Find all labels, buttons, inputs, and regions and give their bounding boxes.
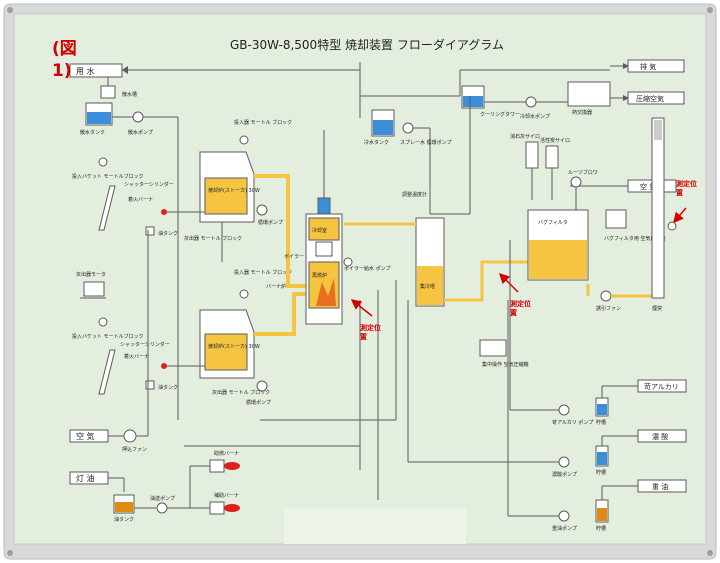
svg-text:投入バケット モートルブロック: 投入バケット モートルブロック <box>72 333 144 340</box>
svg-text:再燃炉: 再燃炉 <box>312 272 327 279</box>
svg-text:散水槽: 散水槽 <box>122 91 137 98</box>
cooling-tower: クーリングタワー 冷却水ポンプ 熱交換器 <box>460 69 611 120</box>
svg-text:油タンク: 油タンク <box>158 384 178 391</box>
svg-text:補助バーナ: 補助バーナ <box>214 492 239 499</box>
svg-text:着火バーナ: 着火バーナ <box>124 353 149 360</box>
bottom-highlight <box>284 508 466 544</box>
svg-text:散水ポンプ: 散水ポンプ <box>128 129 153 136</box>
gas-cooler: 調整温度計 集冷塔 <box>344 191 445 307</box>
secondary-combustion: 冷却室 再燃炉 ボイラー バーナ炉 ボイラー給水 ポンプ <box>266 130 390 325</box>
svg-text:スプレー水 循環ポンプ: スプレー水 循環ポンプ <box>400 139 451 146</box>
svg-text:油送ポンプ: 油送ポンプ <box>150 495 175 502</box>
sprinkle-tank: 散水タンク 散水ポンプ <box>80 102 179 330</box>
svg-text:油タンク: 油タンク <box>114 516 134 523</box>
svg-text:バーナ炉: バーナ炉 <box>266 283 286 290</box>
svg-text:ルーツブロワ: ルーツブロワ <box>568 169 598 176</box>
exhaust-output: 排 気 <box>610 59 685 73</box>
measure-marker-3: 測定位置 <box>673 179 697 224</box>
svg-text:空 気: 空 気 <box>76 431 95 441</box>
gas-duct <box>444 260 528 302</box>
svg-text:油タンク: 油タンク <box>158 230 178 237</box>
svg-text:シャッターシリンダー: シャッターシリンダー <box>124 181 174 188</box>
svg-text:重 油: 重 油 <box>652 482 668 491</box>
svg-text:濃 酸: 濃 酸 <box>652 432 668 441</box>
svg-text:苛アルカリ ポンプ: 苛アルカリ ポンプ <box>552 419 593 426</box>
svg-text:押込ファン: 押込ファン <box>122 446 147 453</box>
water-inlet: 用 水 <box>69 63 360 78</box>
svg-text:測定位置: 測定位置 <box>676 179 697 197</box>
ash-motor: 灰出器モータ <box>76 271 106 299</box>
svg-text:灰出器 モートル ブロック: 灰出器 モートル ブロック <box>184 235 242 242</box>
hot-duct-top <box>254 174 306 288</box>
hot-duct-bottom <box>254 292 306 336</box>
svg-text:消石灰サイロ: 消石灰サイロ <box>510 133 540 140</box>
svg-text:冷却室: 冷却室 <box>312 227 327 234</box>
svg-text:用 水: 用 水 <box>76 66 95 76</box>
svg-text:灯 油: 灯 油 <box>76 473 95 483</box>
kerosene-inlet: 灯 油 油タンク 油送ポンプ <box>69 465 210 523</box>
svg-text:測定位置: 測定位置 <box>510 299 531 317</box>
measure-marker-1: 測定位置 <box>350 299 381 341</box>
bucket-bottom: 投入バケット モートルブロック <box>72 317 144 395</box>
svg-text:冷水タンク: 冷水タンク <box>364 139 389 146</box>
incinerator-bottom: 投入器 モートル ブロック シャッターシリンダー 焼却炉(ストーカ) 30W 着… <box>120 269 292 406</box>
aux-burners: 助燃バーナ 補助バーナ <box>209 450 240 515</box>
svg-text:着火バーナ: 着火バーナ <box>128 196 153 203</box>
svg-text:調整温度計: 調整温度計 <box>402 191 427 198</box>
alkali-line: 苛アルカリ 貯槽 苛アルカリ ポンプ <box>510 379 687 426</box>
silos: 消石灰サイロ 活性炭サイロ ルーツブロワ <box>510 133 598 200</box>
water-tank-small: 散水槽 <box>100 77 137 99</box>
stack: 煙突 <box>651 117 677 312</box>
svg-text:クーリングタワー: クーリングタワー <box>480 111 520 118</box>
control-panel: 集中操作 空気圧縮機 <box>479 339 529 368</box>
svg-text:貯槽: 貯槽 <box>596 525 606 532</box>
svg-text:集中操作 空気圧縮機: 集中操作 空気圧縮機 <box>482 361 529 368</box>
incinerator-top: 投入器 モートル ブロック シャッターシリンダー 焼却炉(ストーカ) 30W 着… <box>124 119 292 262</box>
figure-label-line1: (図 <box>52 39 77 59</box>
svg-text:焼却炉(ストーカ) 30W: 焼却炉(ストーカ) 30W <box>208 187 260 194</box>
svg-text:灰出器モータ: 灰出器モータ <box>76 271 106 278</box>
svg-text:活性炭サイロ: 活性炭サイロ <box>540 137 570 144</box>
svg-text:助燃バーナ: 助燃バーナ <box>214 450 239 457</box>
svg-text:測定位置: 測定位置 <box>360 323 381 341</box>
svg-text:ボイラー給水 ポンプ: ボイラー給水 ポンプ <box>344 265 390 272</box>
svg-text:灰出器 モートル ブロック: 灰出器 モートル ブロック <box>212 389 270 396</box>
oil-line: 重 油 貯槽 重油ポンプ <box>508 479 687 532</box>
svg-text:濃酸ポンプ: 濃酸ポンプ <box>552 471 577 478</box>
svg-text:投入バケット モートルブロック: 投入バケット モートルブロック <box>72 173 144 180</box>
svg-text:排 気: 排 気 <box>640 62 656 71</box>
svg-text:ボイラー: ボイラー <box>284 253 304 260</box>
svg-text:循環ポンプ: 循環ポンプ <box>258 219 283 226</box>
compressed-air-output: 圧縮空気 <box>610 91 685 105</box>
svg-text:誘引ファン: 誘引ファン <box>596 305 621 312</box>
sulfuric-line: 濃 酸 貯槽 濃酸ポンプ <box>408 429 687 478</box>
svg-text:貯槽: 貯槽 <box>596 469 606 476</box>
svg-text:熱交換器: 熱交換器 <box>572 109 592 116</box>
figure-label-line2: 1) <box>52 61 72 81</box>
svg-text:投入器 モートル ブロック: 投入器 モートル ブロック <box>234 269 292 276</box>
figure-label: (図 1) <box>52 38 88 82</box>
svg-text:集冷塔: 集冷塔 <box>420 283 435 290</box>
diagram-title: GB-30W-8,500特型 焼却装置 フローダイアグラム <box>230 37 504 52</box>
svg-text:焼却炉(ストーカ) 30W: 焼却炉(ストーカ) 30W <box>208 343 260 350</box>
bag-filter: バグフィルタ バグフィルタ用 空気圧縮機 誘引ファン <box>527 209 666 312</box>
svg-text:貯槽: 貯槽 <box>596 419 606 426</box>
svg-text:バグフィルタ用 空気圧縮機: バグフィルタ用 空気圧縮機 <box>604 235 666 242</box>
svg-text:空 気: 空 気 <box>640 182 656 191</box>
svg-text:苛アルカリ: 苛アルカリ <box>644 382 679 391</box>
svg-text:散水タンク: 散水タンク <box>80 129 105 136</box>
bucket-top: 投入バケット モートルブロック <box>72 157 144 231</box>
cooling-water-loop: 冷水タンク スプレー水 循環ポンプ <box>359 62 460 214</box>
measure-marker-2: 測定位置 <box>498 272 531 317</box>
svg-text:重油ポンプ: 重油ポンプ <box>552 525 577 532</box>
svg-text:循環ポンプ: 循環ポンプ <box>246 399 271 406</box>
svg-text:バグフィルタ: バグフィルタ <box>538 219 568 226</box>
svg-text:冷却水ポンプ: 冷却水ポンプ <box>520 113 550 120</box>
svg-text:投入器 モートル ブロック: 投入器 モートル ブロック <box>234 119 292 126</box>
svg-text:シャッターシリンダー: シャッターシリンダー <box>120 341 170 348</box>
process-lines <box>147 70 577 516</box>
svg-text:圧縮空気: 圧縮空気 <box>636 94 664 103</box>
svg-text:煙突: 煙突 <box>652 305 662 312</box>
